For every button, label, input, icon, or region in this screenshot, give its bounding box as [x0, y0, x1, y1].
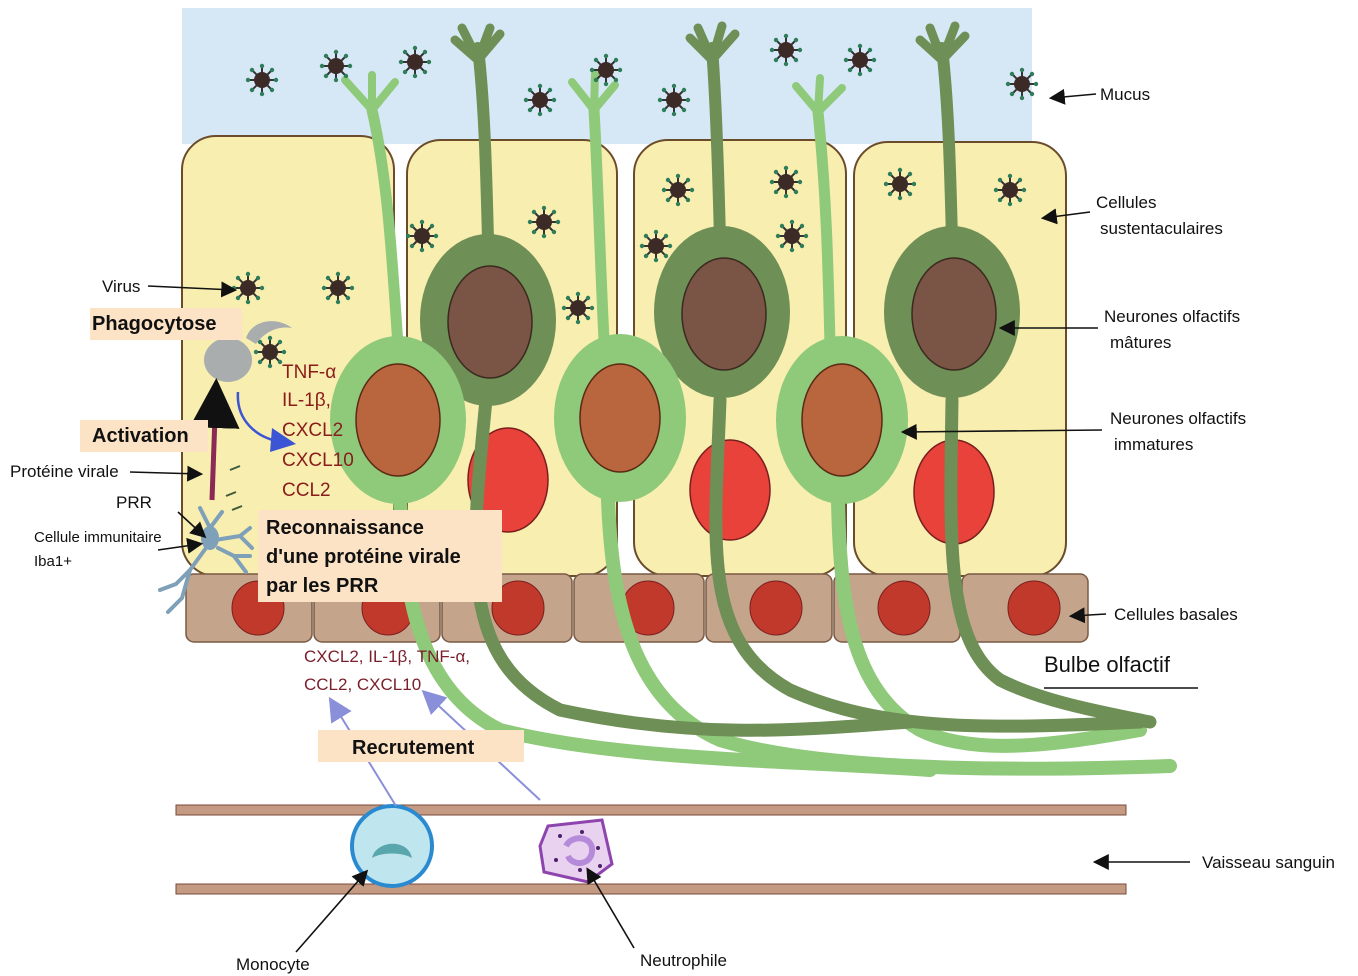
sustentacular-label-line1: Cellules [1096, 193, 1156, 212]
sustentacular-label-line2: sustentaculaires [1100, 219, 1223, 238]
cytokine-tissue-line2: CCL2, CXCL10 [304, 675, 421, 694]
cytokine-item: CXCL2 [282, 420, 343, 441]
blood-vessel-label: Vaisseau sanguin [1202, 853, 1335, 872]
cytokine-item: TNF-α [282, 362, 336, 383]
cytokine-tissue-line1: CXCL2, IL-1β, TNF-α, [304, 647, 470, 666]
immune-cell-label-line2: Iba1+ [34, 553, 72, 570]
immune-cell-label-line1: Cellule immunitaire [34, 529, 162, 546]
basal-cells-label: Cellules basales [1114, 605, 1238, 624]
immature-neurons-label-line1: Neurones olfactifs [1110, 409, 1246, 428]
olfactory-bulb-label: Bulbe olfactif [1044, 652, 1171, 677]
mucus-label: Mucus [1100, 85, 1150, 104]
recognition-label-line2: d'une protéine virale [266, 546, 461, 568]
mature-neurons-label-line1: Neurones olfactifs [1104, 307, 1240, 326]
immature-neurons-label-line2: immatures [1114, 435, 1193, 454]
cytokine-item: CCL2 [282, 480, 331, 501]
neutrophil-label: Neutrophile [640, 951, 727, 970]
cytokine-item: IL-1β, [282, 390, 331, 411]
blood-vessel [176, 805, 1126, 894]
virus-label: Virus [102, 277, 140, 296]
phagocytosis-label: Phagocytose [92, 313, 216, 335]
recruitment-label: Recrutement [352, 737, 475, 759]
recognition-label-line3: par les PRR [266, 575, 379, 597]
cytokine-item: CXCL10 [282, 450, 354, 471]
neutrophil-cell [540, 820, 612, 882]
prr-label: PRR [116, 493, 152, 512]
viral-protein-label: Protéine virale [10, 462, 119, 481]
immature-neurons [330, 334, 908, 504]
monocyte-label: Monocyte [236, 955, 310, 974]
mature-neurons [420, 226, 1020, 406]
activation-label: Activation [92, 425, 189, 447]
mature-neurons-label-line2: mâtures [1110, 333, 1171, 352]
recognition-label-line1: Reconnaissance [266, 517, 424, 539]
